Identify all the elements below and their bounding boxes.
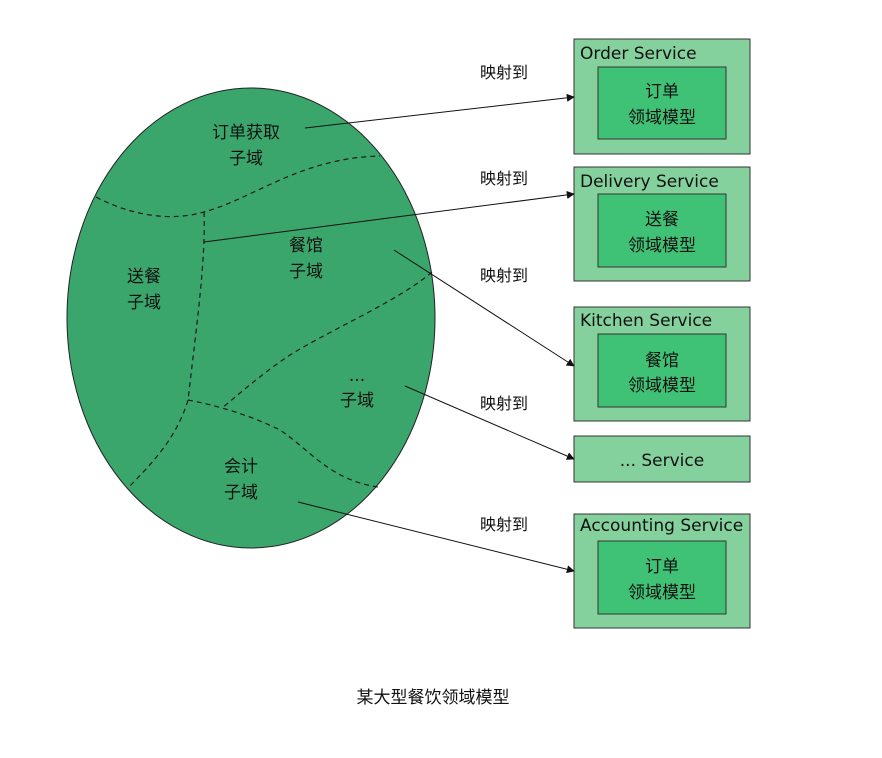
subdomain-accounting-line1: 会计 — [224, 457, 258, 477]
mapping-label-order: 映射到 — [480, 63, 528, 82]
arrow-restaurant — [393, 249, 575, 367]
service-accounting: Accounting Service 订单 领域模型 — [573, 513, 751, 629]
domain-ellipse — [66, 87, 436, 549]
subdomain-delivery-label: 送餐 子域 — [127, 267, 161, 313]
service-order-model-line2: 领域模型 — [628, 108, 696, 128]
diagram-caption: 某大型餐饮领域模型 — [357, 688, 510, 708]
service-other: ... Service — [573, 435, 751, 483]
service-kitchen: Kitchen Service 餐馆 领域模型 — [573, 306, 751, 422]
service-delivery: Delivery Service 送餐 领域模型 — [573, 166, 751, 282]
service-delivery-title: Delivery Service — [580, 172, 719, 192]
subdomain-restaurant-label: 餐馆 子域 — [289, 236, 323, 282]
subdomain-other-label: ... 子域 — [340, 366, 374, 411]
boundary-other-accounting — [187, 399, 379, 488]
arrow-accounting — [297, 501, 575, 574]
subdomain-other-line2: 子域 — [340, 391, 374, 411]
service-delivery-model-box — [597, 193, 727, 268]
boundary-order-delivery — [95, 155, 381, 218]
service-order-model-line1: 订单 — [645, 82, 679, 102]
subdomain-other-line1: ... — [349, 366, 365, 386]
mapping-label-restaurant: 映射到 — [480, 266, 528, 285]
service-kitchen-model-line1: 餐馆 — [645, 351, 679, 371]
arrow-other — [404, 385, 575, 460]
service-accounting-title: Accounting Service — [580, 516, 743, 536]
subdomain-delivery-line2: 子域 — [127, 293, 161, 313]
subdomain-restaurant-line1: 餐馆 — [289, 236, 323, 256]
subdomain-restaurant-line2: 子域 — [289, 262, 323, 282]
service-kitchen-title: Kitchen Service — [580, 311, 712, 331]
service-accounting-model-box — [597, 540, 727, 615]
subdomain-accounting-label: 会计 子域 — [224, 457, 258, 503]
service-delivery-model-line1: 送餐 — [645, 210, 679, 230]
subdomain-order-line1: 订单获取 — [212, 123, 280, 143]
mapping-label-other: 映射到 — [480, 394, 528, 413]
service-order-title: Order Service — [580, 44, 697, 64]
service-other-title: ... Service — [620, 451, 704, 471]
mapping-label-accounting: 映射到 — [480, 515, 528, 534]
service-order-model-box — [597, 66, 727, 140]
subdomain-accounting-line2: 子域 — [224, 483, 258, 503]
arrow-order — [304, 93, 575, 129]
service-accounting-model-line1: 订单 — [645, 557, 679, 577]
service-delivery-model-line2: 领域模型 — [628, 236, 696, 256]
boundary-restaurant-other — [221, 271, 433, 409]
subdomain-order-label: 订单获取 子域 — [212, 123, 280, 169]
subdomain-boundaries — [95, 155, 433, 489]
service-kitchen-model-box — [597, 333, 727, 408]
service-kitchen-model-line2: 领域模型 — [628, 376, 696, 396]
arrow-delivery — [203, 190, 575, 243]
subdomain-order-line2: 子域 — [229, 149, 263, 169]
mapping-label-delivery: 映射到 — [480, 169, 528, 188]
service-order: Order Service 订单 领域模型 — [573, 38, 751, 155]
subdomain-delivery-line1: 送餐 — [127, 267, 161, 287]
mapping-arrows — [203, 93, 575, 574]
boundary-delivery-restaurant — [127, 211, 205, 489]
service-accounting-model-line2: 领域模型 — [628, 583, 696, 603]
